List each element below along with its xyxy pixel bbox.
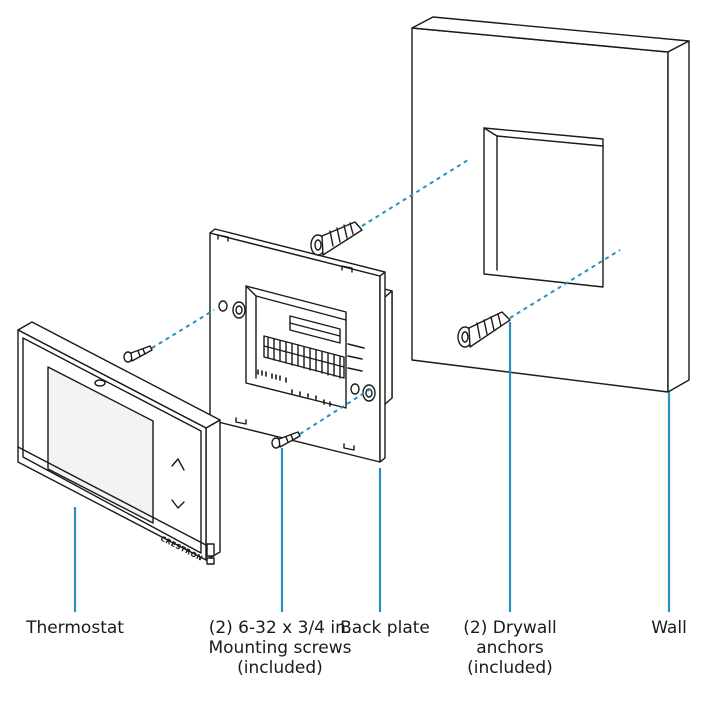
label-back-plate: Back plate bbox=[340, 618, 430, 638]
alignment-line-bottom-screw bbox=[299, 387, 373, 435]
drywall-anchor-bottom bbox=[457, 311, 511, 348]
mounting-screw-top bbox=[123, 345, 153, 363]
mounting-screw-bottom bbox=[271, 431, 301, 449]
alignment-line-top-screw bbox=[151, 309, 215, 349]
drywall-anchor-top bbox=[310, 221, 363, 256]
alignment-line-bottom-anchor bbox=[509, 249, 621, 319]
thermostat bbox=[17, 321, 221, 565]
wall bbox=[411, 16, 690, 393]
label-drywall-anchors: (2) Drywall anchors (included) bbox=[463, 618, 557, 678]
label-thermostat: Thermostat bbox=[26, 618, 124, 638]
alignment-line-top-anchor bbox=[361, 159, 469, 227]
back-plate bbox=[209, 228, 393, 463]
label-wall: Wall bbox=[651, 618, 687, 638]
label-mounting-screws: (2) 6-32 x 3/4 in. Mounting screws (incl… bbox=[208, 618, 352, 678]
